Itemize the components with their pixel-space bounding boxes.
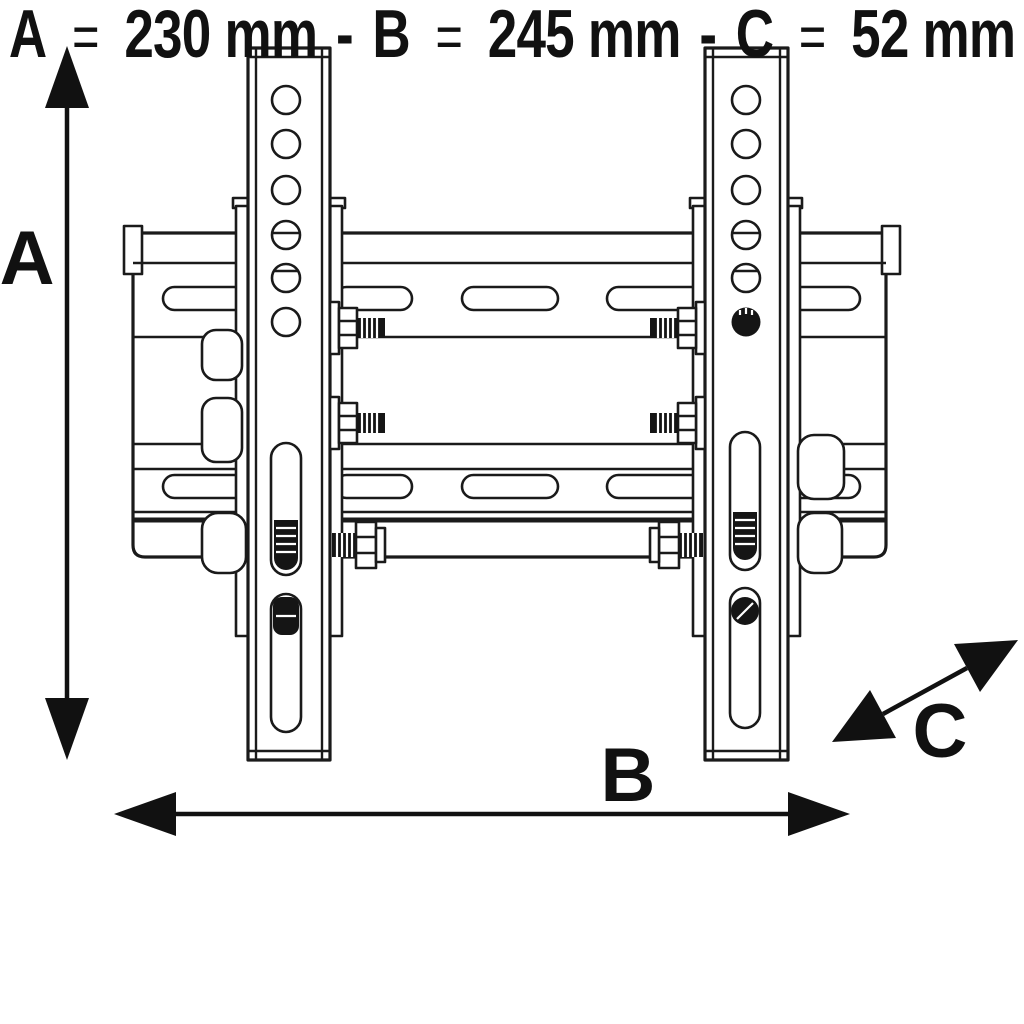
wall-plate-right-cap xyxy=(880,224,902,276)
caption-label-c: C xyxy=(735,0,774,72)
caption-value-a: 230 mm xyxy=(124,0,318,72)
right-rail-mounting-holes xyxy=(730,84,762,337)
caption-item-a: A = 230 mm xyxy=(9,0,318,70)
arrowhead-down-left-icon xyxy=(832,690,896,742)
caption-value-c: 52 mm xyxy=(851,0,1016,72)
arrowhead-right-icon xyxy=(788,792,850,836)
filled-hole-with-screw xyxy=(731,307,761,337)
dimension-caption: A = 230 mm - B = 245 mm - C = 52 mm xyxy=(0,0,1024,68)
right-bracket-rail xyxy=(703,46,790,762)
left-bracket-rail xyxy=(246,46,332,762)
dimension-a: A xyxy=(0,46,89,760)
left-rail-mounting-holes xyxy=(270,84,302,338)
wall-plate-slots-upper xyxy=(161,285,862,312)
caption-item-b: B = 245 mm xyxy=(372,0,681,70)
dimension-b: B xyxy=(114,733,850,836)
caption-label-b: B xyxy=(372,0,411,72)
dimension-label-a: A xyxy=(0,216,54,301)
dimension-label-c: C xyxy=(913,689,968,774)
caption-equals-c: = xyxy=(798,3,827,70)
wall-plate-left-cap xyxy=(122,224,144,276)
dimension-c: C xyxy=(832,640,1018,774)
caption-label-a: A xyxy=(8,0,48,72)
dimension-caption-text: A = 230 mm - B = 245 mm - C = 52 mm xyxy=(9,0,1016,72)
dimension-label-b: B xyxy=(601,733,656,818)
tv-mount-technical-drawing: A B C xyxy=(0,46,1018,836)
caption-item-c: C = 52 mm xyxy=(736,0,1016,68)
arrowhead-up-icon xyxy=(45,46,89,108)
caption-separator: - xyxy=(335,0,354,72)
arrowhead-left-icon xyxy=(114,792,176,836)
caption-separator: - xyxy=(699,0,717,72)
carriage-bolt-heads xyxy=(200,328,846,575)
left-rail-adjustment-slots xyxy=(269,441,303,734)
right-rail-adjustment-slots xyxy=(728,430,762,730)
caption-value-b: 245 mm xyxy=(487,0,682,72)
arrowhead-down-icon xyxy=(45,698,89,760)
caption-equals-b: = xyxy=(435,3,463,70)
caption-equals-a: = xyxy=(71,3,100,70)
arrowhead-up-right-icon xyxy=(954,640,1018,692)
